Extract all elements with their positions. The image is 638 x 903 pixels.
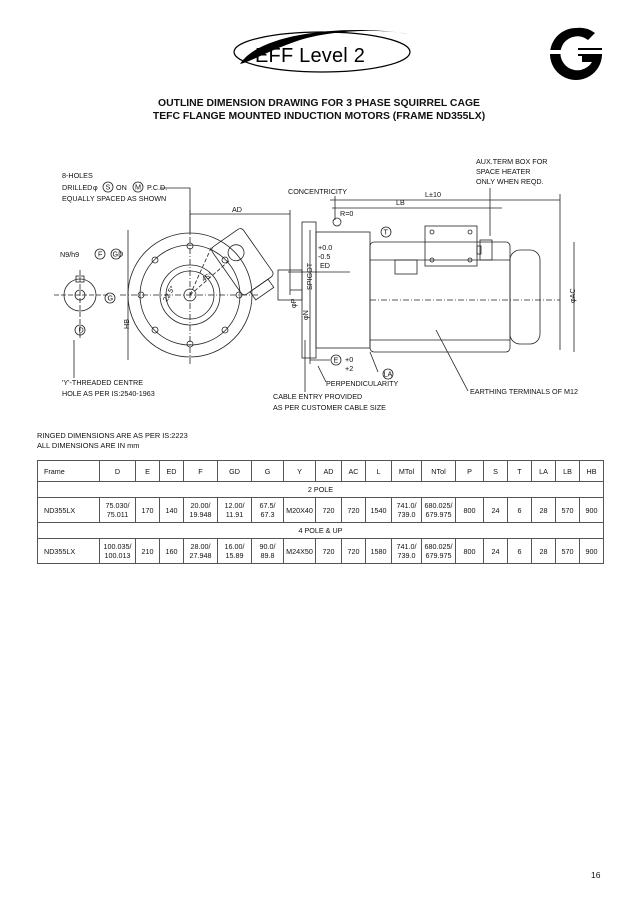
svg-text:G: G <box>108 294 114 303</box>
dim-phin: φN <box>301 310 310 320</box>
header-cell: NTol <box>421 460 456 482</box>
svg-text:φ: φ <box>93 183 98 192</box>
section-row: 4 POLE & UP <box>37 522 604 539</box>
dim-l: L±10 <box>425 190 441 199</box>
note-units: ALL DIMENSIONS ARE IN mm <box>37 441 140 450</box>
svg-text:D: D <box>79 326 84 335</box>
svg-text:+2: +2 <box>345 364 353 373</box>
svg-text:GD: GD <box>113 250 124 259</box>
g-logo-icon <box>548 27 604 81</box>
header-cell: AC <box>341 460 366 482</box>
holes-note-1: 8-HOLES <box>62 171 93 180</box>
note-ringed: RINGED DIMENSIONS ARE AS PER IS:2223 <box>37 431 188 440</box>
svg-text:+0.0: +0.0 <box>318 243 332 252</box>
holes-note-3: EQUALLY SPACED AS SHOWN <box>62 194 166 203</box>
header-cell: GD <box>217 460 252 482</box>
header-cell: T <box>507 460 532 482</box>
dim-lb: LB <box>396 198 405 207</box>
spigot-label: SPIGOT <box>305 262 314 290</box>
perpendicularity-label: PERPENDICULARITY <box>326 379 398 388</box>
header-title: EFF Level 2 <box>255 45 366 67</box>
dim-ed: ED <box>320 261 330 270</box>
svg-text:P.C.D.: P.C.D. <box>147 183 167 192</box>
svg-text:+0: +0 <box>345 355 353 364</box>
header-cell: P <box>455 460 484 482</box>
y-note-2: HOLE AS PER IS:2540-1963 <box>62 389 155 398</box>
header-cell: Y <box>283 460 316 482</box>
header-cell: MTol <box>391 460 422 482</box>
header-cell: E <box>135 460 160 482</box>
table-row: ND355LX 100.035/100.013 210 160 28.00/27… <box>37 538 604 564</box>
svg-text:45°: 45° <box>200 270 214 283</box>
section-row: 2 POLE <box>37 481 604 498</box>
dim-ad: AD <box>232 205 242 214</box>
svg-text:ONLY WHEN REQD.: ONLY WHEN REQD. <box>476 177 544 186</box>
header-cell: F <box>183 460 218 482</box>
cable-note-1: CABLE ENTRY PROVIDED <box>273 392 362 401</box>
svg-text:SPACE HEATER: SPACE HEATER <box>476 167 530 176</box>
section-label: 4 POLE & UP <box>37 522 604 539</box>
header-cell: G <box>251 460 284 482</box>
header-cell: S <box>483 460 508 482</box>
dim-phip: φP <box>289 298 298 308</box>
table-row: ND355LX 75.030/75.011 170 140 20.00/19.9… <box>37 497 604 523</box>
outline-drawing: 8-HOLES DRILLED φ S ON M P.C.D. EQUALLY … <box>54 157 578 412</box>
doc-title-line-2: TEFC FLANGE MOUNTED INDUCTION MOTORS (FR… <box>152 111 486 122</box>
page-number: 16 <box>591 870 601 880</box>
header-cell: LB <box>555 460 580 482</box>
svg-text:T: T <box>384 228 389 237</box>
dimension-table: Frame D E ED F GD G Y AD AC L MTol NTol … <box>37 460 604 564</box>
svg-text:AUX.TERM BOX FOR: AUX.TERM BOX FOR <box>476 157 547 166</box>
header-cell: AD <box>315 460 342 482</box>
section-label: 2 POLE <box>37 481 604 498</box>
cable-note-2: AS PER CUSTOMER CABLE SIZE <box>273 403 386 412</box>
dim-hb: HB <box>122 319 131 329</box>
header-cell: Frame <box>37 460 100 482</box>
header-cell: D <box>99 460 136 482</box>
svg-text:ON: ON <box>116 183 127 192</box>
header-banner <box>233 29 411 73</box>
header-cell: ED <box>159 460 184 482</box>
dim-n9h9: N9/h9 <box>60 250 79 259</box>
svg-text:S: S <box>106 183 111 192</box>
concentricity-label: CONCENTRICITY <box>288 187 347 196</box>
svg-text:R=0: R=0 <box>340 209 353 218</box>
header-cell: HB <box>579 460 604 482</box>
holes-note-drilled: DRILLED <box>62 183 92 192</box>
svg-text:LA: LA <box>384 370 393 379</box>
svg-text:E: E <box>334 356 339 365</box>
svg-text:22.5°: 22.5° <box>161 284 177 303</box>
earthing-label: EARTHING TERMINALS OF M12 <box>470 387 578 396</box>
svg-text:F: F <box>98 250 103 259</box>
header-cell: L <box>365 460 392 482</box>
y-note-1: 'Y'-THREADED CENTRE <box>62 378 143 387</box>
svg-text:-0.5: -0.5 <box>318 252 330 261</box>
doc-title-line-1: OUTLINE DIMENSION DRAWING FOR 3 PHASE SQ… <box>158 98 480 109</box>
table-header-row: Frame D E ED F GD G Y AD AC L MTol NTol … <box>37 460 604 482</box>
dim-phiac: φAC <box>568 288 577 303</box>
header-cell: LA <box>531 460 556 482</box>
svg-text:M: M <box>135 183 141 192</box>
